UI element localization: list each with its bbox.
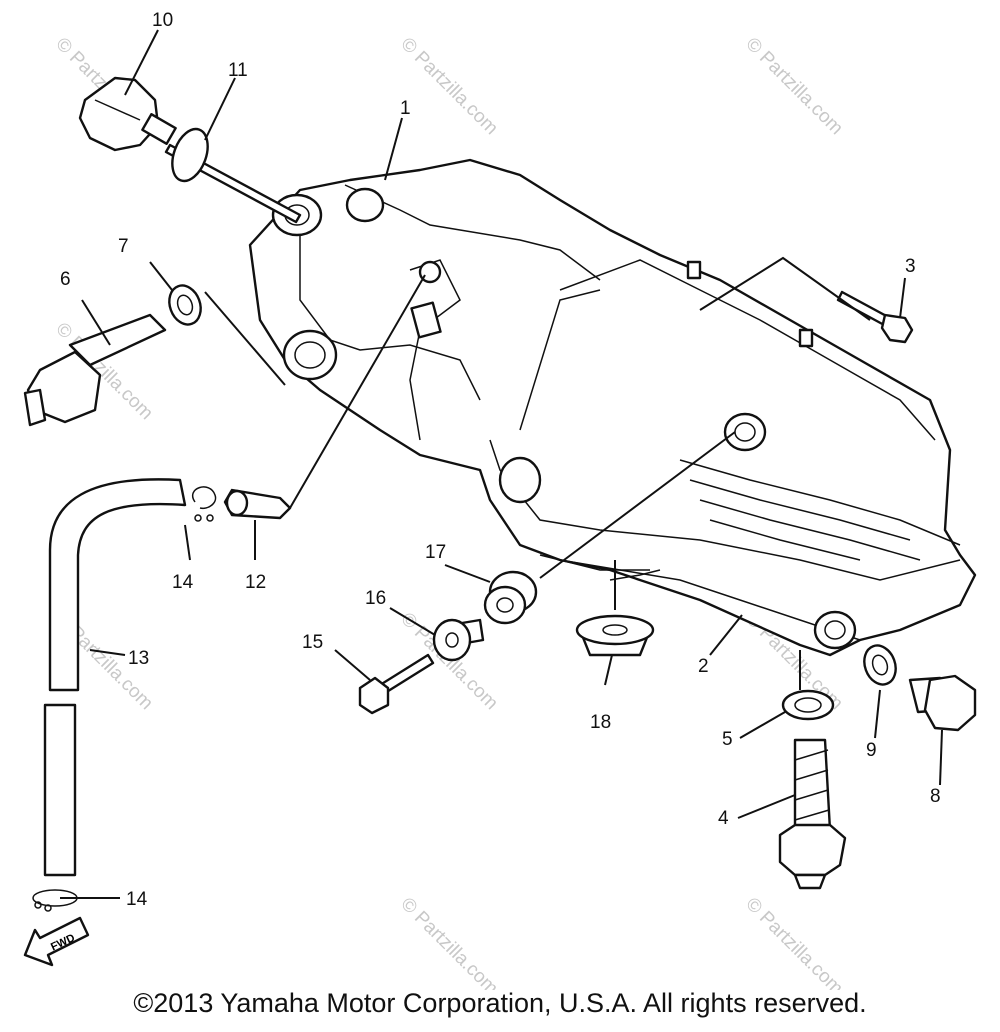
callouts: 10 11 1 3 7 6 14 12 13 14 15 16 17 18 2 … <box>60 10 941 910</box>
copyright-notice: ©2013 Yamaha Motor Corporation, U.S.A. A… <box>133 988 867 1018</box>
dipstick <box>164 127 302 224</box>
hose-clip-14-upper <box>192 486 217 522</box>
washer-5 <box>781 689 835 721</box>
callout-4: 4 <box>718 808 729 829</box>
case-cover-assembly <box>248 158 977 657</box>
oil-filler-cap <box>78 76 177 152</box>
bolt-3 <box>836 290 914 344</box>
watermark: © Partzilla.com <box>741 34 846 139</box>
washer-7 <box>168 284 202 326</box>
callout-2: 2 <box>698 656 709 677</box>
damper-18 <box>575 614 655 657</box>
grommet-17 <box>483 570 538 625</box>
parts-diagram: © Partzilla.com © Partzilla.com © Partzi… <box>23 10 977 990</box>
bolt-8 <box>908 674 977 732</box>
watermark: © Partzilla.com <box>741 894 846 990</box>
callout-5: 5 <box>722 729 733 750</box>
callout-1: 1 <box>400 98 411 119</box>
callout-16: 16 <box>365 588 386 609</box>
watermark: © Partzilla.com <box>396 34 501 139</box>
hose-clip-14-lower <box>32 889 78 912</box>
callout-18: 18 <box>590 712 611 733</box>
callout-13: 13 <box>128 648 149 669</box>
callout-15: 15 <box>302 632 323 653</box>
collar-16 <box>432 618 485 662</box>
bolt-15 <box>358 653 435 715</box>
callout-11: 11 <box>228 60 248 81</box>
washer-9 <box>863 644 897 686</box>
breather-fitting <box>23 313 167 427</box>
callout-10: 10 <box>152 10 173 31</box>
callout-8: 8 <box>930 786 941 807</box>
callout-9: 9 <box>866 740 877 761</box>
drain-bolt-4 <box>778 738 847 890</box>
forward-arrow-icon: FWD <box>23 916 90 967</box>
plug-12 <box>223 488 292 520</box>
leader-lines <box>60 29 943 899</box>
callout-17: 17 <box>425 542 446 563</box>
callout-14-upper: 14 <box>172 572 194 593</box>
callout-6: 6 <box>60 269 71 290</box>
breather-hose <box>43 478 187 877</box>
callout-12: 12 <box>245 572 266 593</box>
callout-14-lower: 14 <box>126 889 148 910</box>
callout-7: 7 <box>118 236 129 257</box>
watermark: © Partzilla.com <box>396 894 501 990</box>
callout-3: 3 <box>905 256 916 277</box>
